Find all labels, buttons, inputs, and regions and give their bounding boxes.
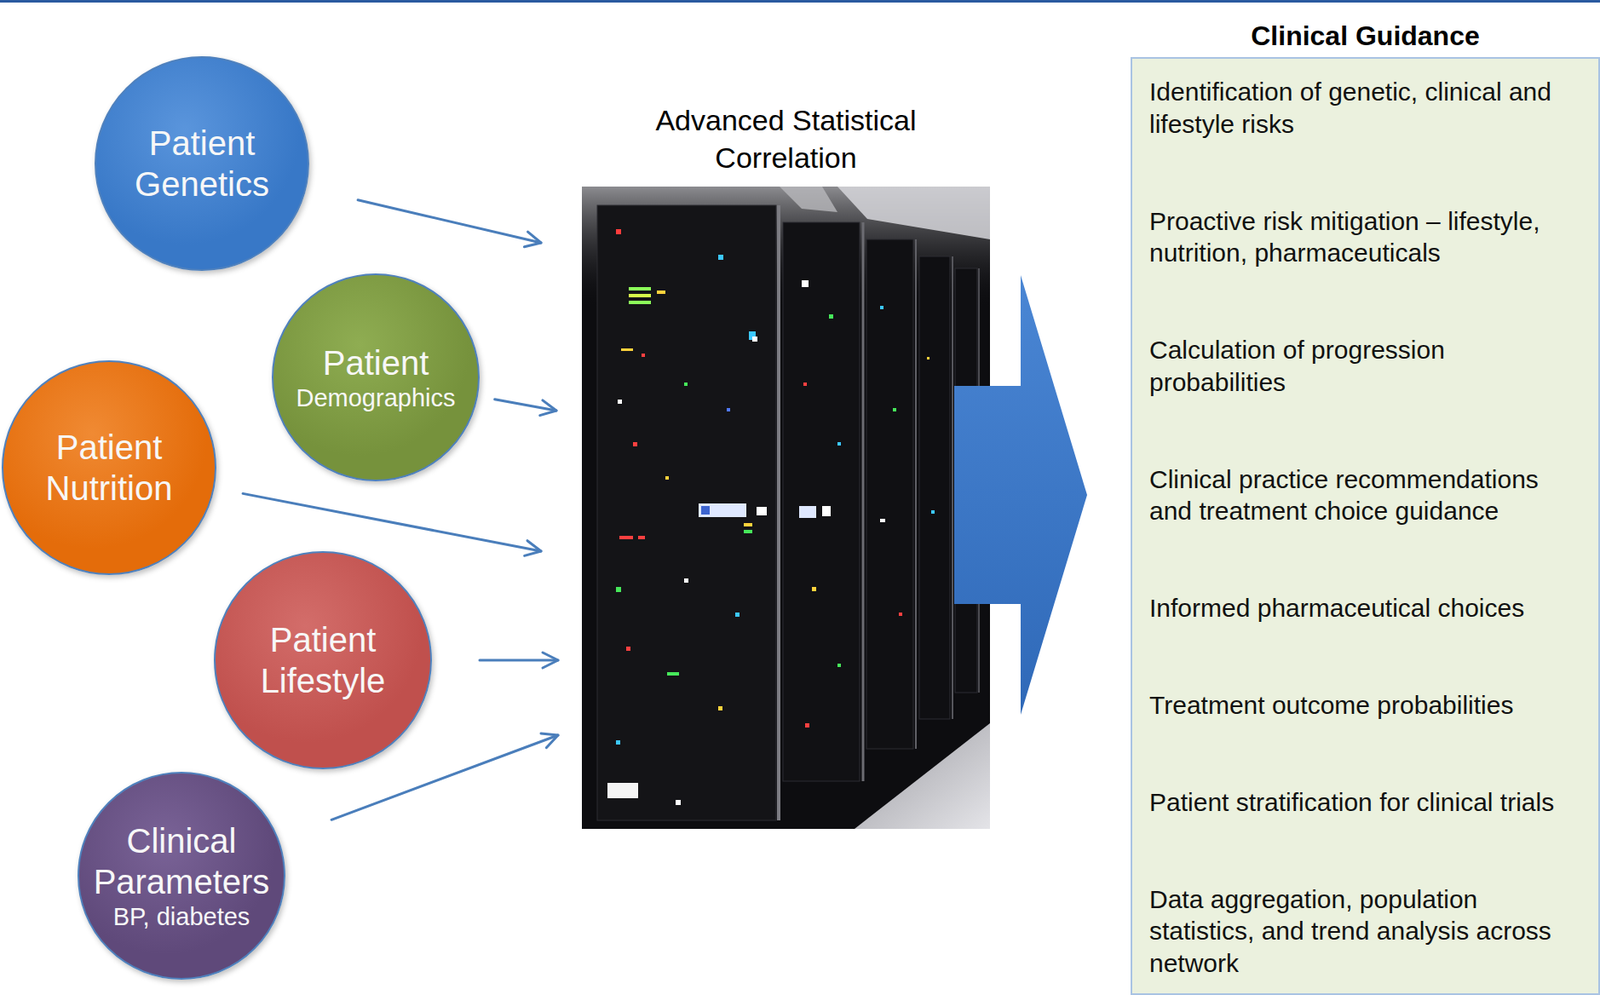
ceiling-light xyxy=(837,186,990,240)
input-circle: Patient Nutrition xyxy=(1,360,217,576)
status-leds xyxy=(607,229,965,806)
arrow-head xyxy=(542,652,559,668)
circle-label: Patient Genetics xyxy=(109,122,295,205)
flow-arrow xyxy=(479,652,559,668)
rack-edge xyxy=(915,239,917,749)
server-rack xyxy=(866,239,914,749)
server-rack xyxy=(597,205,777,821)
server-box: Advanced Statistical Correlation xyxy=(581,186,990,829)
input-circle: Clinical ParametersBP, diabetes xyxy=(77,771,286,980)
top-rule xyxy=(0,0,1600,3)
flow-arrow xyxy=(357,200,542,248)
guidance-list: Identification of genetic, clinical and … xyxy=(1132,58,1599,994)
arrow-line xyxy=(357,200,542,243)
block-arrow xyxy=(954,275,1088,715)
flow-arrow xyxy=(494,399,557,416)
guidance-item: Treatment outcome probabilities xyxy=(1149,689,1587,722)
circle-label: Patient xyxy=(322,342,430,384)
guidance-item: Identification of genetic, clinical and … xyxy=(1149,75,1587,141)
arrow-line xyxy=(479,659,559,662)
arrow-head xyxy=(523,231,542,248)
arrow-line xyxy=(242,493,542,552)
block-arrow-shape xyxy=(954,275,1088,715)
circle-label: Patient Lifestyle xyxy=(229,619,417,702)
arrow-head xyxy=(524,541,542,557)
ceiling-light xyxy=(779,186,838,213)
room-background xyxy=(581,186,990,829)
guidance-item: Patient stratification for clinical tria… xyxy=(1149,786,1587,819)
rack-edge xyxy=(862,222,865,782)
circle-sublabel: Demographics xyxy=(296,383,456,414)
arrow-head xyxy=(540,400,557,416)
guidance-panel: Clinical GuidanceIdentification of genet… xyxy=(1130,57,1600,995)
panel-heading: Clinical Guidance xyxy=(1132,20,1599,52)
input-circle: PatientDemographics xyxy=(271,273,480,482)
server-rack xyxy=(919,256,950,720)
guidance-item: Informed pharmaceutical choices xyxy=(1149,592,1587,625)
rack-edge xyxy=(951,256,954,720)
flow-arrow xyxy=(242,493,542,556)
input-circle: Patient Genetics xyxy=(94,56,310,271)
circle-label: Clinical Parameters xyxy=(92,820,271,903)
guidance-item: Proactive risk mitigation – lifestyle, n… xyxy=(1149,205,1587,271)
circle-label: Patient Nutrition xyxy=(17,426,202,509)
guidance-item: Calculation of progression probabilities xyxy=(1149,333,1587,399)
arrow-head xyxy=(541,733,559,749)
rack-edge xyxy=(776,205,781,821)
circle-sublabel: BP, diabetes xyxy=(113,902,251,933)
server-rack xyxy=(782,222,860,782)
guidance-item: Clinical practice recommendations and tr… xyxy=(1149,463,1587,529)
server-illustration xyxy=(581,186,990,829)
guidance-item: Data aggregation, population statistics,… xyxy=(1149,883,1587,980)
section-heading: Advanced Statistical Correlation xyxy=(603,101,970,177)
input-circle: Patient Lifestyle xyxy=(213,551,432,770)
